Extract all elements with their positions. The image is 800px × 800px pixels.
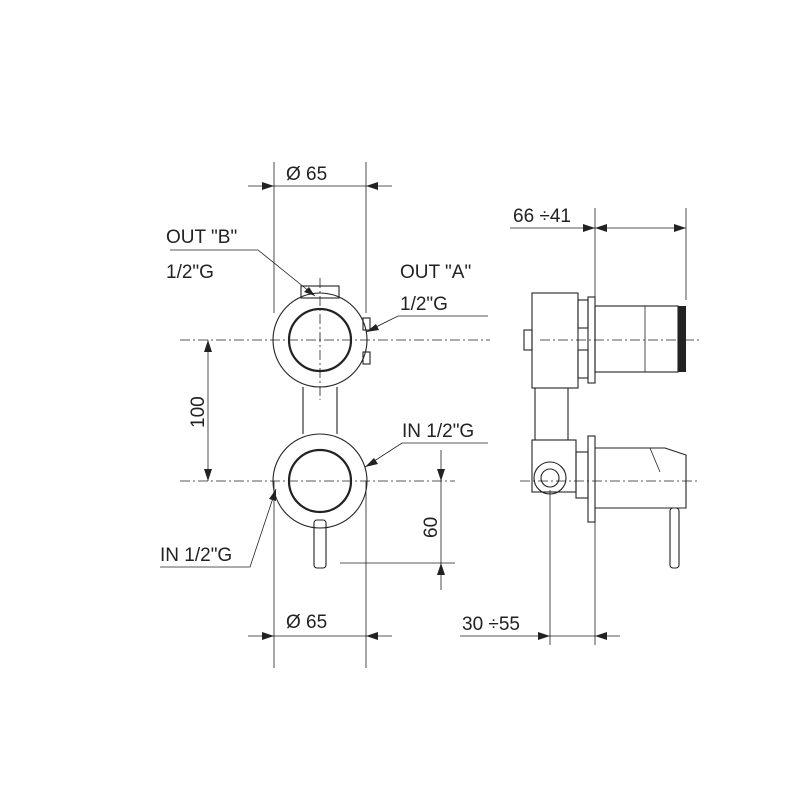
dimension-100-label: 100 <box>188 396 209 428</box>
diameter-top-label: Ø 65 <box>286 164 327 185</box>
out-b-thread-label: 1/2"G <box>166 262 214 283</box>
side-view <box>460 208 700 645</box>
diameter-bottom-label: Ø 65 <box>286 612 327 633</box>
out-a-thread-label: 1/2"G <box>400 294 448 315</box>
in-right-label: IN 1/2"G <box>402 421 474 442</box>
out-b-label: OUT "B" <box>166 227 237 248</box>
depth-bottom-label: 30 ÷55 <box>462 614 520 635</box>
front-view <box>160 162 490 668</box>
dimension-60-label: 60 <box>421 517 442 538</box>
depth-top-label: 66 ÷41 <box>513 206 571 227</box>
in-left-label: IN 1/2"G <box>160 545 232 566</box>
out-a-label: OUT "A" <box>400 262 471 283</box>
